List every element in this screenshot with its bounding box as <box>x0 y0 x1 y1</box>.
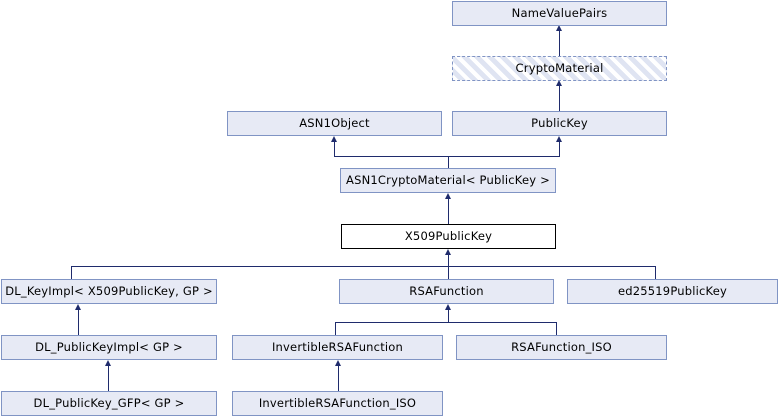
node-cryptomaterial[interactable]: CryptoMaterial <box>452 56 667 81</box>
node-label: PublicKey <box>531 115 588 130</box>
edge-riser-rsafunction <box>448 266 449 279</box>
node-label: ed25519PublicKey <box>617 283 728 298</box>
node-publickey[interactable]: PublicKey <box>452 111 667 136</box>
edge-riser-invertiblersafunction <box>335 322 336 335</box>
node-label: DL_PublicKey_GFP< GP > <box>33 395 185 410</box>
edge-dl-publickeyimpl-to-dl-keyimpl <box>78 310 79 335</box>
edge-asn1cryptomaterial-stem <box>448 156 449 168</box>
node-dl-publickeyimpl[interactable]: DL_PublicKeyImpl< GP > <box>1 335 217 360</box>
edge-dl-publickey-gfp-to-dl-publickeyimpl <box>108 366 109 391</box>
node-dl-publickey-gfp[interactable]: DL_PublicKey_GFP< GP > <box>1 391 217 416</box>
arrowhead-rsafunction <box>445 304 451 310</box>
node-label: RSAFunction <box>409 283 484 298</box>
node-asn1cryptomaterial[interactable]: ASN1CryptoMaterial< PublicKey > <box>340 168 556 193</box>
node-label: ASN1CryptoMaterial< PublicKey > <box>346 172 550 187</box>
node-namevaluepairs[interactable]: NameValuePairs <box>452 1 667 26</box>
node-asn1object[interactable]: ASN1Object <box>227 111 442 136</box>
arrowhead-dl-keyimpl <box>75 304 81 310</box>
arrowhead-cryptomaterial <box>556 80 562 86</box>
edge-bus-asn1cryptomaterial <box>334 156 560 157</box>
edge-riser-dl-keyimpl <box>71 266 72 279</box>
node-invertiblersafunction[interactable]: InvertibleRSAFunction <box>232 335 443 360</box>
edge-publickey-to-cryptomaterial <box>559 86 560 111</box>
edge-riser-ed25519publickey <box>655 266 656 279</box>
node-label: InvertibleRSAFunction_ISO <box>258 395 417 410</box>
edge-rsafunction-stem <box>448 310 449 322</box>
node-label: DL_PublicKeyImpl< GP > <box>35 339 183 354</box>
node-label: InvertibleRSAFunction <box>271 339 404 354</box>
arrowhead-dl-publickeyimpl <box>105 360 111 366</box>
node-label: ASN1Object <box>299 115 370 130</box>
arrowhead-asn1object <box>331 136 337 142</box>
node-x509publickey[interactable]: X509PublicKey <box>341 224 556 249</box>
arrowhead-publickey <box>556 136 562 142</box>
edge-asn1cryptomaterial-riser-right <box>559 142 560 156</box>
node-rsafunction[interactable]: RSAFunction <box>339 279 554 304</box>
edge-riser-rsafunction-iso <box>556 322 557 335</box>
arrowhead-invertiblersafunction <box>335 360 341 366</box>
node-invertiblersafunction-iso[interactable]: InvertibleRSAFunction_ISO <box>232 391 443 416</box>
node-label: DL_KeyImpl< X509PublicKey, GP > <box>5 283 213 298</box>
edge-x509publickey-to-asn1cryptomaterial <box>448 199 449 224</box>
node-label: RSAFunction_ISO <box>511 339 612 354</box>
node-ed25519publickey[interactable]: ed25519PublicKey <box>567 279 778 304</box>
node-label: CryptoMaterial <box>515 60 604 75</box>
edge-invertiblersafunction-iso-to-invertiblersafunction <box>338 366 339 391</box>
arrowhead-x509publickey <box>445 249 451 255</box>
edge-asn1cryptomaterial-riser-left <box>334 142 335 156</box>
node-rsafunction-iso[interactable]: RSAFunction_ISO <box>456 335 667 360</box>
edge-bus-rsafunction-children <box>335 322 556 323</box>
edge-bus-x509publickey-children <box>71 266 655 267</box>
edge-x509publickey-stem <box>448 255 449 266</box>
node-dl-keyimpl[interactable]: DL_KeyImpl< X509PublicKey, GP > <box>1 279 217 304</box>
node-label: X509PublicKey <box>404 228 493 243</box>
arrowhead-asn1cryptomaterial <box>445 193 451 199</box>
arrowhead-namevaluepairs <box>556 25 562 31</box>
edge-cryptomaterial-to-namevaluepairs <box>559 31 560 56</box>
node-label: NameValuePairs <box>511 5 608 20</box>
